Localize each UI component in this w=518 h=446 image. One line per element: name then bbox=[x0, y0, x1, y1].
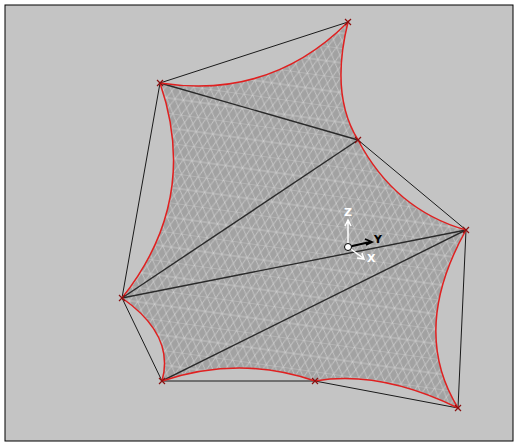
z-axis-arrow bbox=[345, 220, 351, 247]
boundary-line bbox=[458, 230, 466, 408]
support-mark bbox=[463, 227, 469, 233]
edge-cable bbox=[122, 22, 466, 408]
ridge-lines bbox=[122, 83, 466, 381]
membrane-mesh bbox=[100, 10, 480, 420]
support-mark bbox=[312, 378, 318, 384]
support-mark bbox=[157, 80, 163, 86]
support-mark bbox=[455, 405, 461, 411]
boundary-line bbox=[122, 83, 162, 381]
support-mark bbox=[119, 295, 125, 301]
axis-label: Z bbox=[344, 207, 352, 218]
support-points bbox=[119, 19, 469, 411]
support-mark bbox=[159, 378, 165, 384]
ridge-line bbox=[160, 83, 358, 140]
ridge-line bbox=[122, 230, 466, 298]
viewport-frame bbox=[5, 5, 513, 441]
axis-label: X bbox=[367, 253, 375, 264]
support-mark bbox=[345, 19, 351, 25]
ridge-line bbox=[162, 230, 466, 381]
support-mark bbox=[355, 137, 361, 143]
axis-origin bbox=[345, 244, 352, 251]
axis-label: Y bbox=[374, 234, 382, 245]
